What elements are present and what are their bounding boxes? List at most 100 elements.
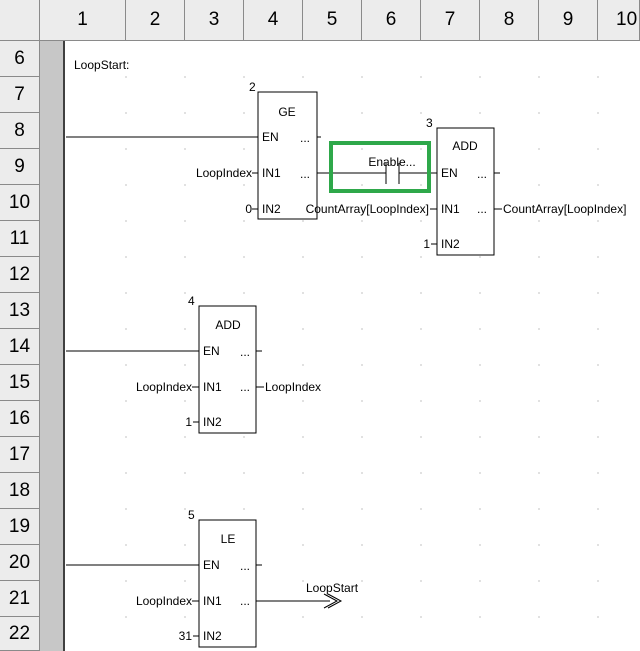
grid-dot: [479, 616, 481, 618]
grid-dot: [479, 328, 481, 330]
block-add-3-out-ellipsis: ...: [477, 202, 487, 216]
row-header-16[interactable]: 16: [0, 401, 40, 437]
column-header-4[interactable]: 4: [244, 0, 303, 41]
grid-dot: [361, 400, 363, 402]
selected-contact-enable[interactable]: [329, 141, 431, 193]
grid-dot: [184, 436, 186, 438]
row-header-14[interactable]: 14: [0, 329, 40, 365]
row-header-19[interactable]: 19: [0, 509, 40, 545]
grid-dot: [302, 436, 304, 438]
grid-dot: [361, 472, 363, 474]
grid-dot: [125, 292, 127, 294]
grid-dot: [420, 220, 422, 222]
grid-dot: [125, 76, 127, 78]
grid-dot: [420, 616, 422, 618]
column-header-8[interactable]: 8: [480, 0, 539, 41]
grid-dot: [125, 400, 127, 402]
row-header-17[interactable]: 17: [0, 437, 40, 473]
block-ge-title: GE: [278, 105, 295, 119]
grid-dot: [184, 184, 186, 186]
row-header-18[interactable]: 18: [0, 473, 40, 509]
grid-dot: [184, 112, 186, 114]
grid-dot: [597, 436, 599, 438]
grid-dot: [361, 112, 363, 114]
column-header-6[interactable]: 6: [362, 0, 421, 41]
block-le-title: LE: [221, 532, 236, 546]
operand-add-3-in2[interactable]: 1: [423, 237, 430, 251]
grid-dot: [243, 436, 245, 438]
row-header-8[interactable]: 8: [0, 113, 40, 149]
grid-dot: [184, 544, 186, 546]
grid-dot: [538, 220, 540, 222]
column-header-10[interactable]: 10: [598, 0, 640, 41]
grid-dot: [125, 544, 127, 546]
row-header-10[interactable]: 10: [0, 185, 40, 221]
grid-dot: [302, 292, 304, 294]
grid-dot: [479, 580, 481, 582]
block-add-4[interactable]: 4 ADD EN IN1 IN2 ... ...: [188, 294, 257, 434]
operand-add-4-in2[interactable]: 1: [185, 415, 192, 429]
row-header-22[interactable]: 22: [0, 617, 40, 651]
block-ge[interactable]: 2 GE EN IN1 IN2 ... ...: [249, 80, 318, 220]
grid-corner: [0, 0, 40, 41]
operand-le-in1[interactable]: LoopIndex: [136, 594, 192, 608]
operand-le-in2[interactable]: 31: [179, 629, 193, 643]
block-ge-en-pin: EN: [262, 130, 279, 144]
label-loopstart[interactable]: LoopStart:: [74, 58, 129, 72]
grid-dot: [302, 256, 304, 258]
row-header-21[interactable]: 21: [0, 581, 40, 617]
grid-dot: [361, 184, 363, 186]
grid-dot: [479, 256, 481, 258]
grid-dot: [125, 184, 127, 186]
column-header-5[interactable]: 5: [303, 0, 362, 41]
grid-dot: [184, 148, 186, 150]
column-header-1[interactable]: 1: [40, 0, 126, 41]
jump-arrow-icon[interactable]: [323, 593, 343, 609]
column-header-9[interactable]: 9: [539, 0, 598, 41]
block-add-4-en-pin: EN: [203, 344, 220, 358]
grid-dot: [302, 580, 304, 582]
operand-ge-in2[interactable]: 0: [245, 202, 252, 216]
row-header-15[interactable]: 15: [0, 365, 40, 401]
row-header-20[interactable]: 20: [0, 545, 40, 581]
operand-add-4-out[interactable]: LoopIndex: [265, 380, 321, 394]
grid-dot: [184, 76, 186, 78]
grid-dot: [538, 328, 540, 330]
operand-add-4-in1[interactable]: LoopIndex: [136, 380, 192, 394]
grid-dot: [420, 580, 422, 582]
block-add-4-in1-pin: IN1: [203, 380, 222, 394]
column-header-7[interactable]: 7: [421, 0, 480, 41]
column-header-3[interactable]: 3: [185, 0, 244, 41]
row-header-13[interactable]: 13: [0, 293, 40, 329]
grid-dot: [597, 544, 599, 546]
grid-dot: [361, 364, 363, 366]
grid-dot: [479, 112, 481, 114]
operand-add-3-out[interactable]: CountArray[LoopIndex]: [503, 202, 626, 216]
grid-dot: [597, 220, 599, 222]
row-header-9[interactable]: 9: [0, 149, 40, 185]
row-header-7[interactable]: 7: [0, 77, 40, 113]
grid-dot: [538, 544, 540, 546]
grid-dot: [479, 472, 481, 474]
block-add-3[interactable]: 3 ADD EN IN1 IN2 ... ...: [426, 116, 495, 256]
left-power-rail: [40, 41, 65, 651]
grid-dot: [125, 148, 127, 150]
column-header-2[interactable]: 2: [126, 0, 185, 41]
block-add-3-in2-pin: IN2: [441, 237, 460, 251]
row-header-6[interactable]: 6: [0, 41, 40, 77]
grid-dot: [361, 220, 363, 222]
grid-dot: [597, 112, 599, 114]
grid-dot: [597, 256, 599, 258]
grid-dot: [479, 436, 481, 438]
grid-dot: [597, 508, 599, 510]
row-header-12[interactable]: 12: [0, 257, 40, 293]
jump-target-label[interactable]: LoopStart: [306, 581, 359, 595]
row-header-11[interactable]: 11: [0, 221, 40, 257]
block-le[interactable]: 5 LE EN IN1 IN2 ... ...: [188, 508, 257, 648]
block-ge-number: 2: [249, 80, 256, 94]
operand-add-3-in1[interactable]: CountArray[LoopIndex]: [306, 202, 429, 216]
grid-dot: [538, 292, 540, 294]
operand-ge-in1[interactable]: LoopIndex: [196, 166, 252, 180]
grid-dot: [184, 220, 186, 222]
